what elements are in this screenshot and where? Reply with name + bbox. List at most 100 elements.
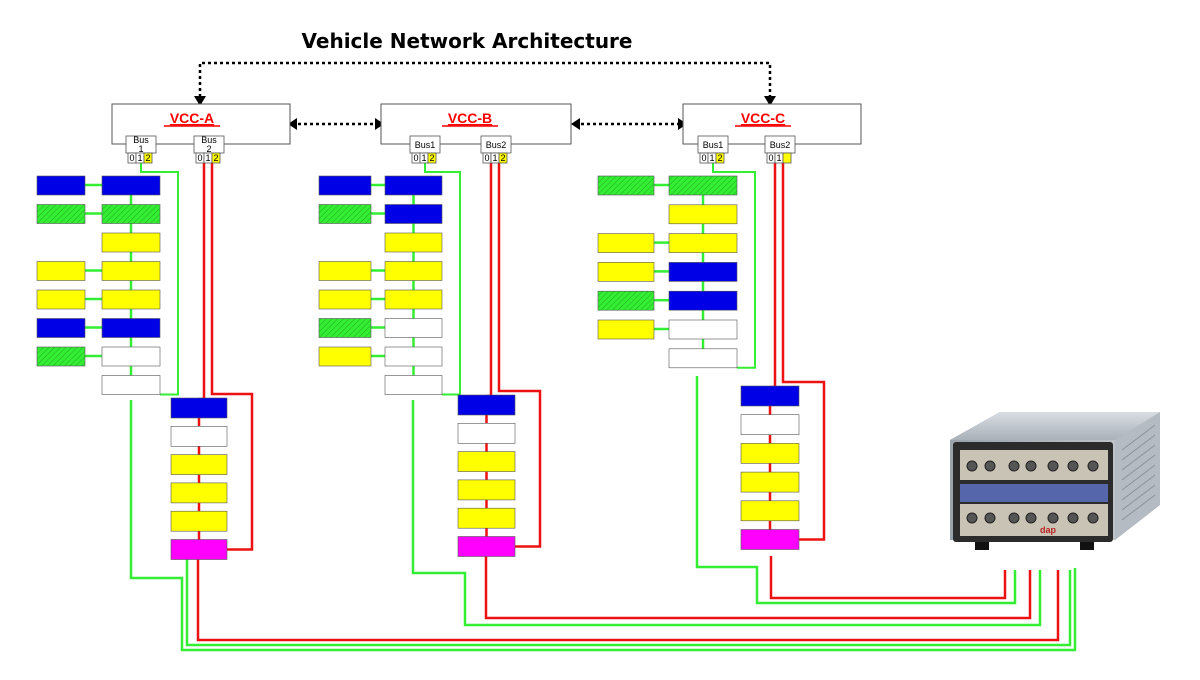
device-wire-3	[411, 400, 1042, 627]
device-wire-1	[185, 555, 1072, 647]
bus-label: Bus	[201, 135, 217, 145]
node-bus1-white	[668, 348, 738, 369]
bus-label: Bus2	[770, 140, 791, 150]
bus-port	[782, 152, 792, 164]
node-side-yellow	[36, 289, 86, 310]
node-bus2-yellow	[740, 471, 800, 493]
node-bus2-blue	[740, 385, 800, 407]
node-bus1-yellow	[384, 289, 443, 310]
bus1-loop	[424, 163, 461, 396]
node-bus1-blue	[101, 175, 161, 196]
node-bus1-blue	[384, 204, 443, 224]
port-label: 0	[701, 153, 706, 163]
node-side-green	[36, 346, 86, 367]
vcc-links	[198, 61, 772, 126]
bus-wires	[85, 163, 1077, 652]
node-bus2-yellow	[457, 507, 516, 529]
bus1-loop	[140, 163, 179, 396]
bus2-loop	[781, 163, 826, 541]
bus2-feed	[199, 163, 206, 401]
node-side-yellow	[318, 346, 372, 367]
node-side-green	[318, 204, 372, 224]
node-bus2-white	[170, 425, 228, 447]
node-bus1-green	[668, 175, 738, 196]
node-side-yellow	[36, 261, 86, 281]
node-bus2-white	[740, 414, 800, 436]
node-bus2-blue	[170, 397, 228, 419]
node-side-green	[597, 175, 655, 196]
port-label: 1	[137, 153, 142, 163]
node-side-yellow	[597, 262, 655, 282]
port-label: 1	[492, 153, 497, 163]
node-bus1-blue	[668, 262, 738, 282]
bus2-feed	[770, 163, 777, 389]
node-bus2-magenta	[740, 529, 800, 550]
node-side-yellow	[318, 261, 372, 281]
bus-label: Bus	[133, 135, 149, 145]
node-bus2-magenta	[170, 539, 228, 560]
port-label: 2	[429, 153, 434, 163]
bus-label: Bus2	[486, 140, 507, 150]
bus2-loop	[497, 163, 542, 548]
node-bus1-yellow	[101, 289, 161, 310]
node-side-green	[597, 290, 655, 311]
diagram-title: Vehicle Network Architecture	[302, 29, 633, 53]
node-bus1-green	[101, 204, 161, 224]
node-bus2-yellow	[740, 500, 800, 522]
port-label: 0	[413, 153, 418, 163]
bus2-loop	[210, 163, 254, 551]
interface-device: dap	[950, 412, 1160, 550]
device-wire-2	[196, 555, 1060, 642]
node-bus1-yellow	[384, 261, 443, 281]
port-label: 2	[500, 153, 505, 163]
arrow-head-icon	[764, 96, 776, 106]
node-bus2-white	[457, 422, 516, 444]
node-bus2-magenta	[457, 536, 516, 557]
bus2-feed	[486, 163, 493, 398]
node-bus1-yellow	[668, 204, 738, 225]
node-bus1-blue	[101, 318, 161, 338]
device-wire-0	[129, 400, 1077, 652]
node-bus2-yellow	[457, 451, 516, 472]
node-side-blue	[36, 175, 86, 196]
bus-label: 1	[138, 144, 143, 154]
port-label: 2	[145, 153, 150, 163]
vcc-label: VCC-B	[448, 110, 492, 126]
node-bus2-yellow	[170, 510, 228, 532]
node-bus1-yellow	[384, 232, 443, 253]
port-label: 1	[776, 153, 781, 163]
device-wire-5	[695, 376, 1017, 605]
arrow-head-icon	[288, 118, 297, 130]
node-layer	[36, 175, 800, 560]
node-bus1-blue	[668, 290, 738, 311]
node-bus1-white	[384, 318, 443, 338]
node-side-blue	[318, 175, 372, 196]
node-bus1-yellow	[101, 261, 161, 281]
node-side-blue	[36, 318, 86, 338]
bus-label: Bus1	[415, 140, 436, 150]
node-side-yellow	[318, 289, 372, 310]
bus-label: 2	[206, 144, 211, 154]
bus-port	[498, 152, 508, 164]
vcc-label: VCC-A	[170, 110, 214, 126]
port-label: 1	[421, 153, 426, 163]
port-label: 1	[709, 153, 714, 163]
port-label: 0	[484, 153, 489, 163]
device-brand: dap	[1040, 525, 1057, 535]
port-label: 1	[205, 153, 210, 163]
node-bus1-white	[668, 319, 738, 340]
bus-port	[211, 152, 221, 164]
node-bus2-yellow	[170, 482, 228, 504]
bus-port	[143, 152, 153, 164]
port-label: 2	[717, 153, 722, 163]
